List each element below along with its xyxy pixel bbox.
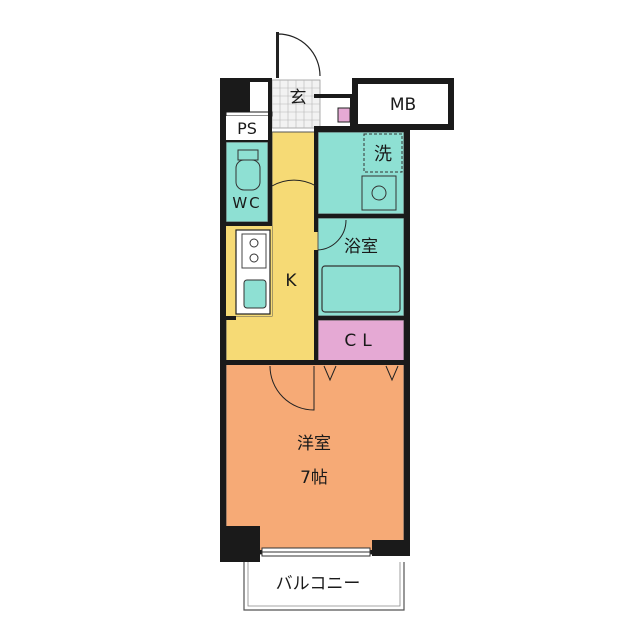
laundry-room (317, 131, 405, 215)
shoe-cabinet (337, 107, 351, 123)
balcony-window (261, 547, 371, 557)
bath-door-swing (317, 219, 347, 251)
bathtub (321, 265, 401, 313)
room-door-swing (269, 365, 315, 411)
mb-label: MB (390, 95, 416, 115)
balcony-label: バルコニー (276, 574, 361, 594)
bathroom-label: 浴室 (344, 237, 378, 257)
wc-room (225, 141, 269, 223)
closet-door-mark (323, 365, 337, 382)
ps-label: PS (237, 119, 257, 138)
toilet-bowl (235, 159, 261, 191)
wc-door-swing (271, 179, 317, 187)
toilet-tank (237, 149, 259, 161)
closet-door-mark (385, 365, 399, 382)
laundry-label: 洗 (374, 144, 392, 165)
washing-machine-space (363, 133, 403, 173)
entrance-label: 玄 (290, 88, 307, 108)
entrance-floor (271, 79, 321, 129)
mb-box (352, 78, 454, 130)
closet-label: CL (344, 331, 377, 351)
western-room-label: 洋室 (297, 434, 331, 454)
burner-icon (249, 238, 259, 248)
western-room (225, 363, 405, 555)
western-room-size: 7帖 (300, 468, 328, 488)
washbasin (361, 175, 397, 211)
pillar (220, 526, 260, 562)
kitchen-label: K (285, 271, 297, 291)
wc-label: WC (232, 194, 261, 212)
balcony (243, 562, 405, 611)
sink (243, 279, 267, 309)
bathroom (317, 217, 405, 317)
basin-bowl-icon (371, 185, 387, 201)
closet (317, 319, 405, 365)
burner-icon (249, 253, 259, 263)
interior-doors (269, 179, 399, 411)
entrance-door (276, 32, 321, 78)
ps-shaft (226, 116, 268, 140)
kitchen-counter (235, 229, 271, 315)
